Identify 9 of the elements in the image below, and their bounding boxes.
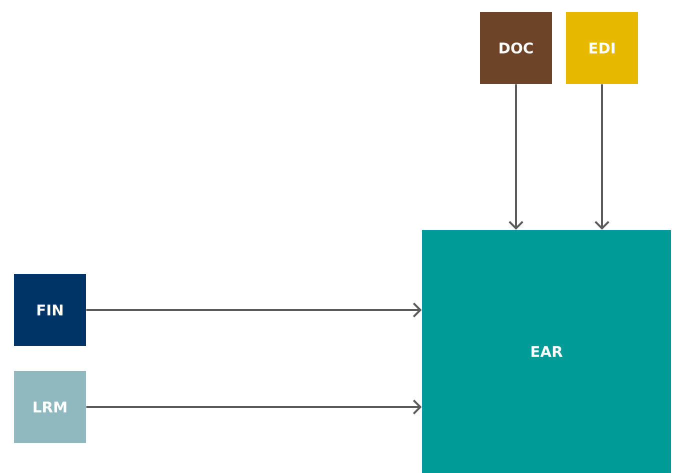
arrow <box>86 400 422 414</box>
process-box: DOC <box>480 12 552 84</box>
process-box: FIN <box>14 274 86 346</box>
arrow <box>508 84 524 230</box>
process-box: LRM <box>14 371 86 443</box>
process-box: EAR <box>422 230 671 473</box>
process-box: EDI <box>566 12 638 84</box>
arrow <box>86 302 422 318</box>
arrow <box>594 84 610 230</box>
